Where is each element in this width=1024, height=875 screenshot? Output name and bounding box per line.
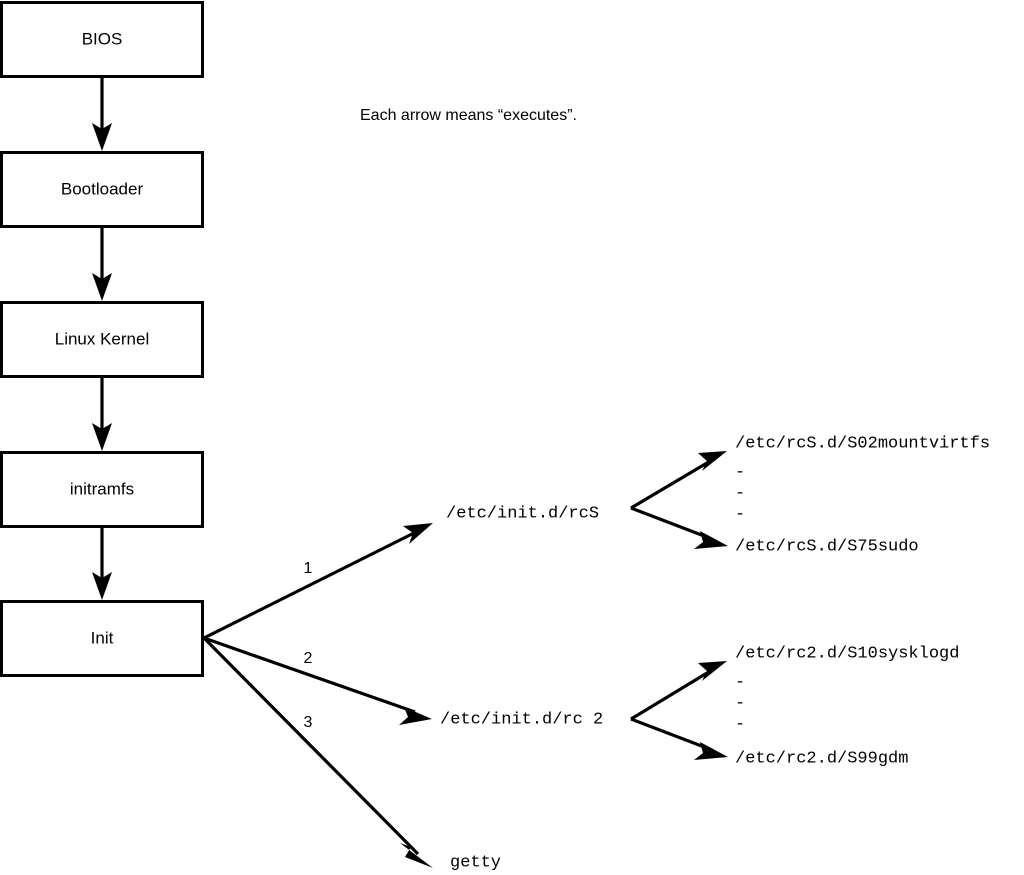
connector-kernel-to-initramfs <box>92 377 112 451</box>
box-linux-kernel-rect <box>0 301 204 378</box>
box-bootloader[interactable]: Bootloader <box>0 151 204 228</box>
label-rc2-ellipsis-1: - <box>735 673 745 692</box>
arrow-head-icon <box>400 843 433 868</box>
arrow-head-icon <box>694 531 728 549</box>
arrow-head-icon <box>694 742 728 760</box>
edge-line <box>203 636 416 714</box>
edge-init-to-rc2: 2 <box>203 636 432 725</box>
label-rcs-last-script[interactable]: /etc/rcS.d/S75sudo <box>735 537 919 556</box>
edge-line <box>203 529 419 640</box>
arrow-head-icon <box>698 661 727 681</box>
box-initramfs-label: initramfs <box>70 479 134 498</box>
label-getty[interactable]: getty <box>450 853 501 872</box>
box-initramfs[interactable]: initramfs <box>0 451 204 528</box>
edge-number-1: 1 <box>304 560 313 577</box>
edge-line <box>630 717 713 752</box>
box-init[interactable]: Init <box>0 600 204 677</box>
box-init-label: Init <box>91 628 114 647</box>
edge-line <box>630 506 713 541</box>
box-linux-kernel[interactable]: Linux Kernel <box>0 301 204 378</box>
edge-line <box>630 458 713 510</box>
diagram-caption: Each arrow means “executes”. <box>360 107 577 124</box>
arrow-head-icon <box>92 273 112 301</box>
edge-rc2-to-last-script <box>630 717 728 760</box>
connector-bios-to-bootloader <box>92 77 112 151</box>
arrow-head-icon <box>698 451 727 471</box>
box-bios-label: BIOS <box>82 29 123 48</box>
label-rc2-last-script[interactable]: /etc/rc2.d/S99gdm <box>735 749 908 768</box>
label-rc2-ellipsis-2: - <box>735 694 745 713</box>
box-linux-kernel-label: Linux Kernel <box>55 329 150 348</box>
arrow-head-icon <box>92 572 112 600</box>
arrow-head-icon <box>399 707 432 725</box>
arrow-head-icon <box>92 123 112 151</box>
arrow-head-icon <box>92 423 112 451</box>
edge-rc2-to-first-script <box>630 661 727 721</box>
edge-line <box>202 636 420 856</box>
box-init-rect <box>0 600 204 677</box>
label-rcs-ellipsis-2: - <box>735 484 745 503</box>
label-rcs-ellipsis-1: - <box>735 463 745 482</box>
box-bios[interactable]: BIOS <box>0 1 204 78</box>
edge-line <box>630 668 713 721</box>
box-bootloader-rect <box>0 151 204 228</box>
edge-rcs-to-first-script <box>630 451 727 510</box>
edge-number-2: 2 <box>304 650 313 667</box>
label-rc2-ellipsis-3: - <box>735 715 745 734</box>
edge-init-to-getty: 3 <box>202 636 433 868</box>
box-initramfs-rect <box>0 451 204 528</box>
edge-number-3: 3 <box>304 714 313 731</box>
edge-init-to-rcs: 1 <box>203 523 433 640</box>
connector-bootloader-to-kernel <box>92 227 112 301</box>
box-bootloader-label: Bootloader <box>61 179 144 198</box>
label-rc2-first-script[interactable]: /etc/rc2.d/S10sysklogd <box>735 644 959 663</box>
box-bios-rect <box>0 1 204 78</box>
arrow-head-icon <box>403 523 433 544</box>
label-rcs-first-script[interactable]: /etc/rcS.d/S02mountvirtfs <box>735 434 990 453</box>
label-etc-init-d-rcs[interactable]: /etc/init.d/rcS <box>446 504 599 523</box>
edge-rcs-to-last-script <box>630 506 728 549</box>
label-rcs-ellipsis-3: - <box>735 505 745 524</box>
connector-initramfs-to-init <box>92 527 112 600</box>
label-etc-init-d-rc2[interactable]: /etc/init.d/rc 2 <box>440 710 603 729</box>
